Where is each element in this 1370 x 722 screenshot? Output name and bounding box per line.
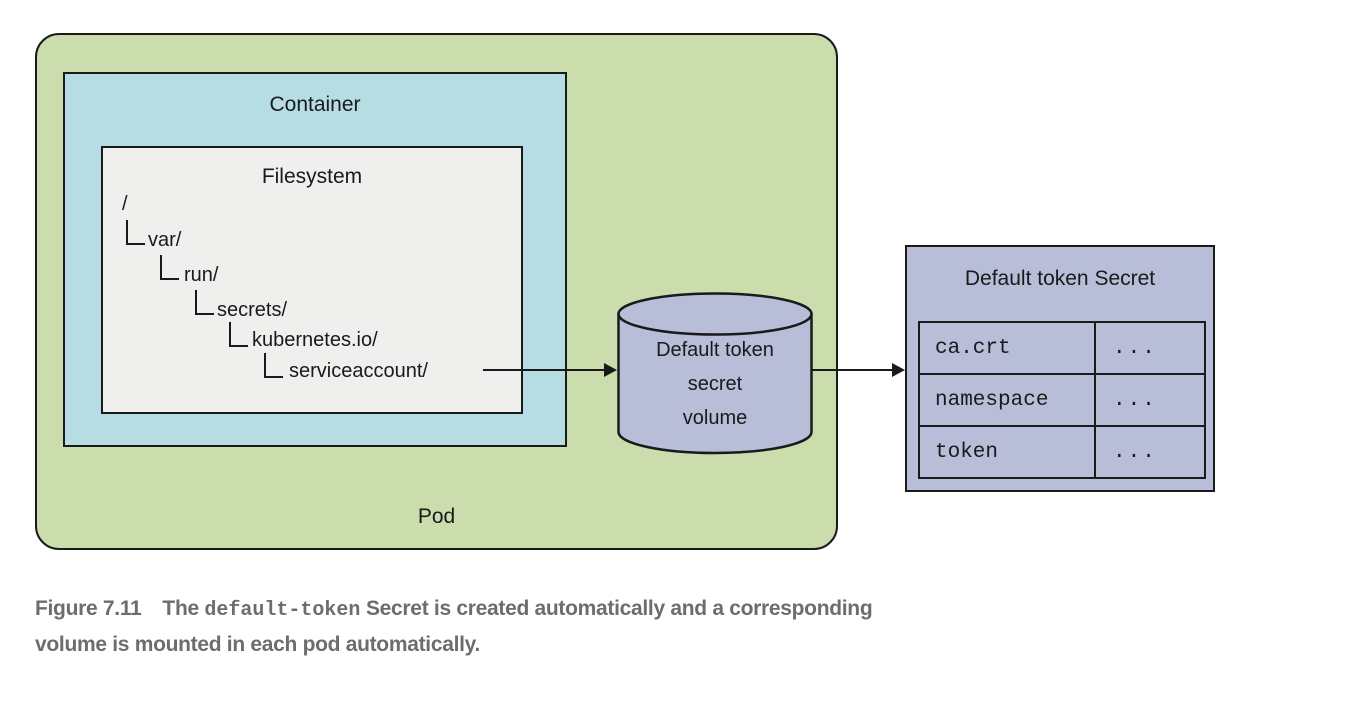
- arrow-to-volume: [483, 369, 606, 371]
- secret-value: ...: [1094, 425, 1206, 479]
- secret-key: namespace: [918, 373, 1096, 427]
- fs-tree-item-serviceaccount: serviceaccount/: [289, 360, 428, 382]
- tree-elbow-icon: [195, 290, 214, 315]
- secret-title: Default token Secret: [964, 267, 1156, 290]
- table-row: ca.crt ...: [918, 321, 1206, 375]
- table-row: token ...: [918, 425, 1206, 479]
- arrowhead-icon: [892, 363, 905, 377]
- table-row: namespace ...: [918, 373, 1206, 427]
- secret-key: token: [918, 425, 1096, 479]
- fs-tree-item-kubernetes-io: kubernetes.io/: [252, 329, 378, 351]
- tree-elbow-icon: [264, 353, 283, 378]
- secret-value: ...: [1094, 373, 1206, 427]
- volume-cylinder-icon: [617, 292, 813, 455]
- tree-elbow-icon: [126, 220, 145, 245]
- arrowhead-icon: [604, 363, 617, 377]
- figure-caption: Figure 7.11 The default-token Secret is c…: [35, 592, 1315, 662]
- secret-key: ca.crt: [918, 321, 1096, 375]
- secret-value: ...: [1094, 321, 1206, 375]
- tree-elbow-icon: [160, 255, 179, 280]
- pod-label: Pod: [417, 505, 456, 528]
- filesystem-label: Filesystem: [261, 165, 363, 188]
- caption-line2: volume is mounted in each pod automatica…: [35, 633, 480, 656]
- filesystem-box: [101, 146, 523, 414]
- caption-text-after-code: Secret is created automatically and a co…: [360, 597, 873, 620]
- caption-code: default-token: [204, 599, 361, 622]
- fs-tree-item-run: run/: [184, 264, 219, 286]
- container-label: Container: [269, 93, 361, 116]
- fs-tree-item-secrets: secrets/: [217, 299, 288, 321]
- tree-elbow-icon: [229, 322, 248, 347]
- secret-entries-table: ca.crt ... namespace ... token ...: [918, 321, 1206, 479]
- caption-text-before-code: The: [162, 597, 205, 620]
- volume-label: Default token secret volume: [656, 339, 774, 429]
- fs-tree-root: /: [122, 193, 128, 215]
- figure-number: Figure 7.11: [35, 597, 142, 620]
- arrow-to-secret: [811, 369, 894, 371]
- fs-tree-item-var: var/: [148, 229, 182, 251]
